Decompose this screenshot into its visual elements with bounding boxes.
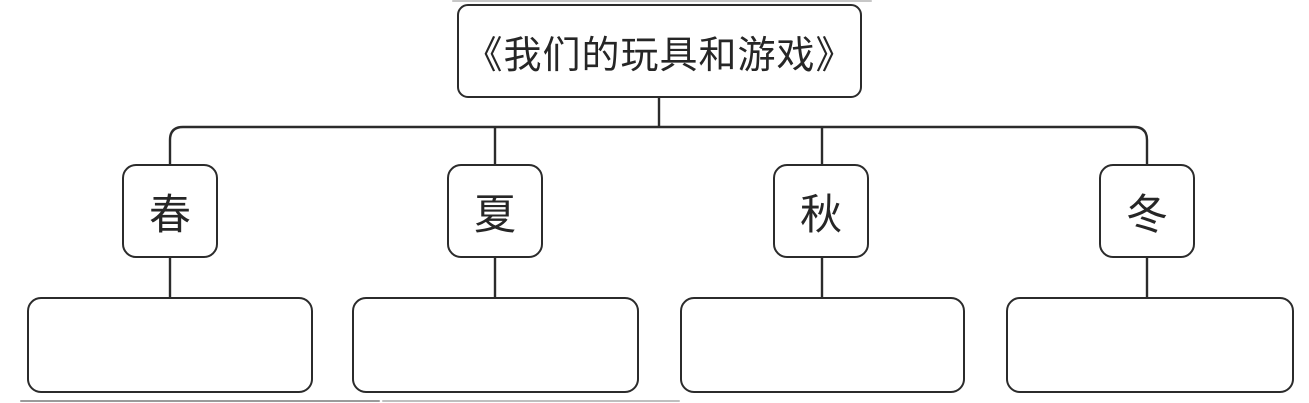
connector-bracket [168,125,1149,165]
season-label-autumn: 秋 [799,190,842,238]
season-node-summer: 夏 [447,164,543,258]
season-node-winter: 冬 [1099,164,1195,258]
season-node-autumn: 秋 [773,164,869,258]
title-node: 《我们的玩具和游戏》 [457,4,862,98]
season-label-winter: 冬 [1125,190,1168,238]
answer-box-summer [352,297,639,393]
answer-box-spring [27,297,313,393]
answer-box-autumn [680,297,965,393]
season-label-summer: 夏 [473,190,516,238]
answer-box-winter [1006,297,1294,393]
season-label-spring: 春 [148,190,191,238]
title-text: 《我们的玩具和游戏》 [464,34,855,77]
season-node-spring: 春 [122,164,218,258]
